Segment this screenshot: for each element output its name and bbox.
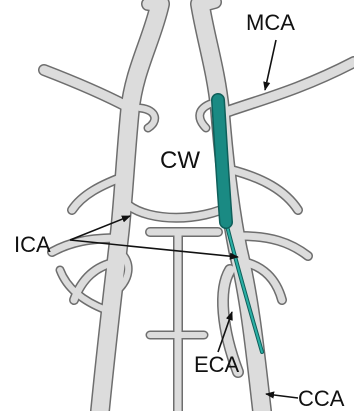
- mca-arrow: [265, 40, 276, 90]
- label-eca: ECA: [194, 352, 240, 377]
- ica-arrow-right: [70, 240, 238, 257]
- label-cw: CW: [160, 147, 200, 174]
- label-mca: MCA: [246, 10, 295, 35]
- cca-arrow: [266, 394, 298, 398]
- label-ica: ICA: [14, 232, 51, 257]
- vessel-tree: [44, 2, 354, 411]
- label-cca: CCA: [298, 386, 345, 411]
